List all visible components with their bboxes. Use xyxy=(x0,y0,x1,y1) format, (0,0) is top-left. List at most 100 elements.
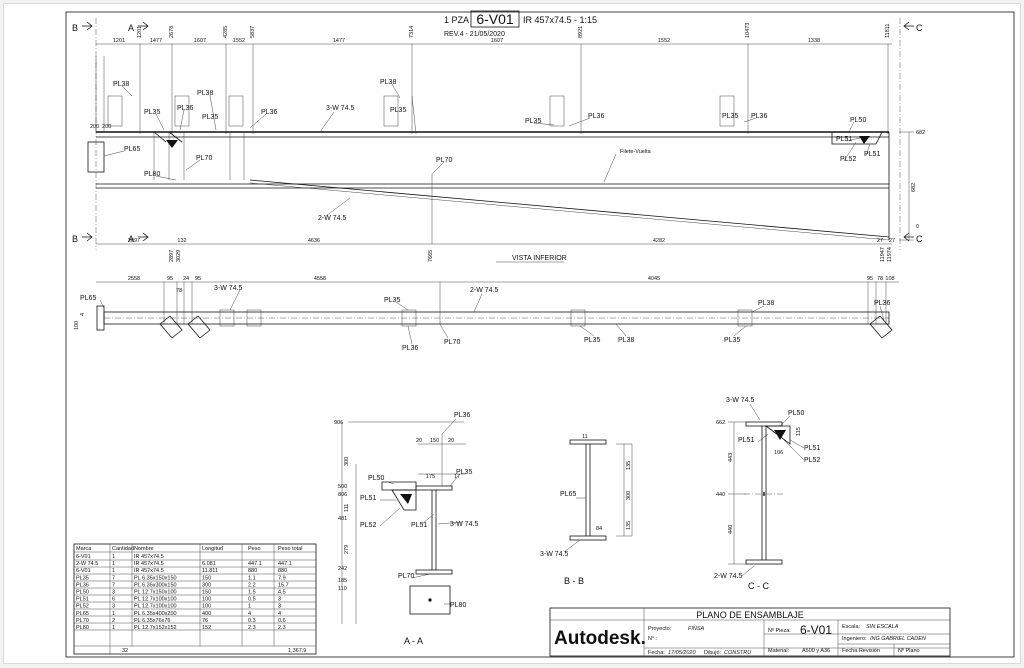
left-dim: 200 xyxy=(102,124,111,130)
section-aa-dims: 20 150 20 175 17 300 111 481 279 242 185… xyxy=(334,420,460,592)
label-pl65: PL65 xyxy=(124,146,140,153)
bom-cell: 447.1 xyxy=(278,561,292,567)
dim: 135 xyxy=(626,461,632,470)
dim: 11 xyxy=(582,434,588,440)
dim: 132 xyxy=(177,238,186,244)
bom-cell: 4 xyxy=(248,611,251,617)
bom-cell: 3 xyxy=(112,590,115,596)
label-beam: 3-W 74.5 xyxy=(540,551,569,558)
label-pl38: PL38 xyxy=(113,81,129,88)
vdim: 7314 xyxy=(409,26,415,38)
label-pl51: PL51 xyxy=(360,495,376,502)
label-beam-top: 3-W 74.5 xyxy=(326,105,355,112)
marker-c-bottom: C xyxy=(916,234,923,244)
section-aa-title: A - A xyxy=(404,636,423,646)
label-pl36: PL36 xyxy=(177,105,193,112)
bom-cell: 2 xyxy=(112,618,115,624)
dim: 115 xyxy=(796,427,802,436)
dim: 242 xyxy=(338,566,347,572)
label-pl80: PL80 xyxy=(144,171,160,178)
dim: 500 xyxy=(338,484,347,490)
bom-cell: 150 xyxy=(202,575,211,581)
bom-cell: 1 xyxy=(112,561,115,567)
bom-cell: 1.5 xyxy=(248,590,256,596)
vdim: 3029 xyxy=(176,250,182,262)
dim: 4045 xyxy=(648,276,660,282)
dim: 27 xyxy=(889,238,895,244)
label-pl38: PL38 xyxy=(758,300,774,307)
dim: 1201 xyxy=(113,38,125,44)
title-block: PLANO DE ENSAMBLAJE Autodesk. Proyecto: … xyxy=(549,607,951,657)
bom-cell: 0.3 xyxy=(248,618,256,624)
label-pl36: PL36 xyxy=(261,109,277,116)
bill-of-materials: Marca Cantidad Nombre Longitud Peso Peso… xyxy=(73,543,317,655)
bom-cell: IR 457x74.5 xyxy=(134,554,164,560)
bom-cell: 4.5 xyxy=(278,590,286,596)
bom-total-qty: 32 xyxy=(122,648,128,654)
bom-cell: 1.1 xyxy=(248,575,256,581)
bom-header-cell: Cantidad xyxy=(112,546,134,552)
bom-total-weight: 1,367.9 xyxy=(288,648,306,654)
dim: 1607 xyxy=(194,38,206,44)
bom-cell: IR 457x74.5 xyxy=(134,561,164,567)
bom-cell: 7 xyxy=(112,575,115,581)
dim: 135 xyxy=(626,521,632,530)
section-cc-title: C - C xyxy=(748,581,769,591)
label-pl50: PL50 xyxy=(850,117,866,124)
bom-cell: PL35 xyxy=(76,575,89,581)
dim: 84 xyxy=(596,526,602,532)
bom-cell: 1 xyxy=(112,625,115,631)
label-pl70: PL70 xyxy=(398,573,414,580)
label-pl51: PL51 xyxy=(864,151,880,158)
bom-cell: 6.081 xyxy=(202,561,216,567)
bom-cell: 447.1 xyxy=(248,561,262,567)
dim: 95 xyxy=(167,276,173,282)
plan-dims: 2558 95 78 24 95 4558 4045 95 78 108 xyxy=(128,276,895,294)
section-markers: B A C B A C xyxy=(72,18,923,250)
bom-cell: 7.9 xyxy=(278,575,286,581)
label-pl70: PL70 xyxy=(436,157,452,164)
dim: 24 xyxy=(183,276,189,282)
bom-cell: 3 xyxy=(112,604,115,610)
dim: 27 xyxy=(877,238,883,244)
bom-cell: PL51 xyxy=(76,597,89,603)
dim: 806 xyxy=(338,492,347,498)
dim: 78 xyxy=(176,288,182,294)
dim: 2558 xyxy=(128,276,140,282)
label-pl52: PL52 xyxy=(360,522,376,529)
dim: 443 xyxy=(728,453,734,462)
dim: 662 xyxy=(716,420,725,426)
dim: 300 xyxy=(344,457,350,466)
proyecto-value: FINSA xyxy=(688,626,705,632)
bom-cell: PL 6.35x76x76 xyxy=(134,618,171,624)
label-pl36: PL36 xyxy=(454,412,470,419)
vdim: 5837 xyxy=(250,26,256,38)
assembly-drawing: 1 PZA 6-V01 IR 457x74.5 - 1:15 REV.4 - 2… xyxy=(65,10,1015,658)
escala-label: Escala: xyxy=(842,624,861,630)
bom-cell: 6-V01 xyxy=(76,554,91,560)
drawing-sheet: 1 PZA 6-V01 IR 457x74.5 - 1:15 REV.4 - 2… xyxy=(4,4,1020,663)
material-label: Material: xyxy=(768,648,790,654)
dim: 440 xyxy=(728,525,734,534)
label-pl35: PL35 xyxy=(722,113,738,120)
section-cc-dims: 662 443 440 440 115 106 xyxy=(716,420,802,534)
bom-cell: 3 xyxy=(278,604,281,610)
elevation-labels: PL38 PL35 PL36 PL38 PL35 PL36 PL65 PL70 … xyxy=(113,79,880,222)
material-value: A500 y A36 xyxy=(802,648,830,654)
bom-cell: IR 457x74.5 xyxy=(134,568,164,574)
bom-cell: 1 xyxy=(248,604,251,610)
label-pl50: PL50 xyxy=(368,475,384,482)
section-bb: B - B 11 135 300 135 84 PL65 3-W 74.5 xyxy=(540,434,633,586)
dim: 4282 xyxy=(653,238,665,244)
dim: 440 xyxy=(716,492,725,498)
dim: 906 xyxy=(334,420,343,426)
label-pl38: PL38 xyxy=(618,337,634,344)
label-pl35: PL35 xyxy=(390,107,406,114)
bom-cell: 1 xyxy=(112,568,115,574)
dim: 4636 xyxy=(308,238,320,244)
left-dim: 200 xyxy=(90,124,99,130)
dim: 175 xyxy=(426,474,435,480)
bom-cell: 0.6 xyxy=(278,618,286,624)
plan-view: VISTA INFERIOR 2558 95 78 24 95 4558 404… xyxy=(74,255,899,352)
bom-cell: PL 12.7x100x100 xyxy=(134,604,177,610)
